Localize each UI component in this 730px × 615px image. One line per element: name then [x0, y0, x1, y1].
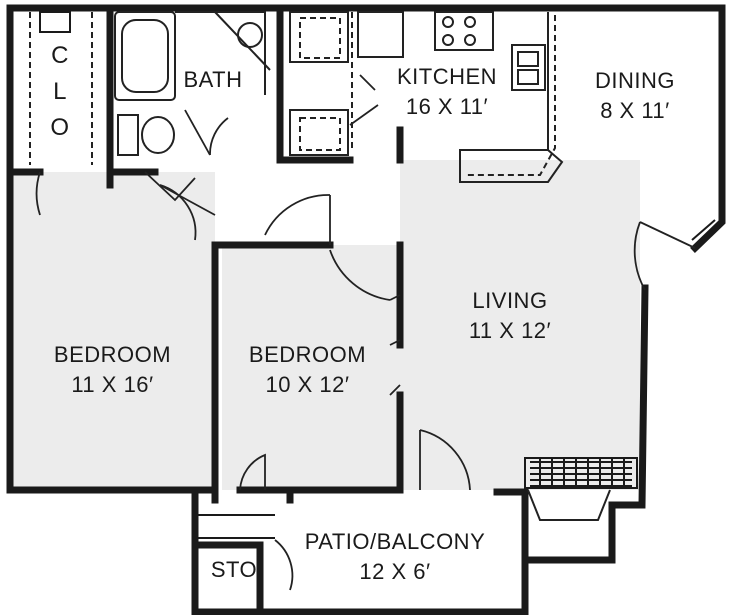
kitchen-fixtures: [289, 11, 564, 183]
living-name: LIVING: [472, 288, 548, 313]
dining-label: DINING 8 X 11′: [580, 66, 690, 126]
patio-details: [60, 489, 294, 615]
fireplace: [521, 457, 638, 564]
closet-rods: [29, 11, 93, 165]
bath-label: BATH: [178, 65, 248, 95]
dining-name: DINING: [595, 68, 675, 93]
patio-size: 12 X 6′: [359, 559, 431, 584]
bedroom-1-name: BEDROOM: [53, 342, 172, 367]
dining-size: 8 X 11′: [600, 98, 670, 123]
door-swings: [35, 171, 696, 491]
kitchen-label: KITCHEN 16 X 11′: [382, 62, 512, 122]
bedroom-2-name: BEDROOM: [248, 342, 367, 367]
storage-name: STO: [210, 557, 258, 582]
bedroom-1-label: BEDROOM 11 X 16′: [40, 340, 185, 400]
bath-fixtures: [114, 11, 271, 156]
storage-label: STO: [204, 555, 264, 585]
patio-label: PATIO/BALCONY 12 X 6′: [290, 527, 500, 587]
bedroom-2-size: 10 X 12′: [265, 372, 350, 397]
dining-window: [691, 219, 716, 241]
kitchen-name: KITCHEN: [396, 64, 498, 89]
living-size: 11 X 12′: [468, 318, 552, 343]
bedroom-2-label: BEDROOM 10 X 12′: [235, 340, 380, 400]
patio-name: PATIO/BALCONY: [304, 529, 486, 554]
bedroom-2-floor: [222, 245, 400, 490]
bedroom-1-floor: [10, 172, 215, 490]
living-floor: [400, 160, 640, 490]
interior-walls: [6, 6, 404, 504]
kitchen-size: 16 X 11′: [405, 94, 489, 119]
bedroom-1-size: 11 X 16′: [71, 372, 154, 397]
living-label: LIVING 11 X 12′: [450, 286, 570, 346]
bath-name: BATH: [183, 67, 243, 92]
